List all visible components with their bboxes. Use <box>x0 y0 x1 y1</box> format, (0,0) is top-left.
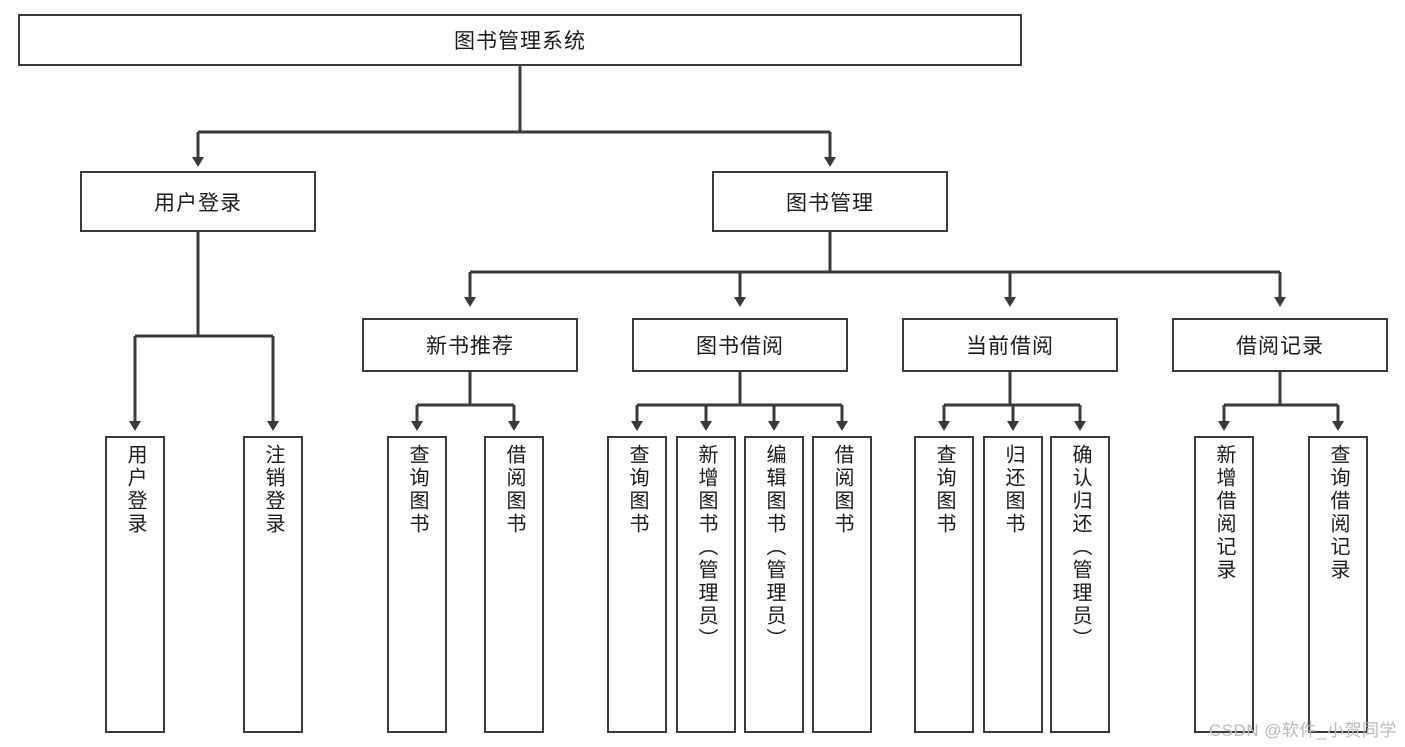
leaf-book-borrow-add[interactable]: 新增图书（管理员） <box>676 436 736 733</box>
leaf-current-borrow-query[interactable]: 查询图书 <box>914 436 974 733</box>
node-root[interactable]: 图书管理系统 <box>18 14 1022 66</box>
leaf-label: 确认归还（管理员） <box>1069 444 1091 651</box>
node-book-borrow-label: 图书借阅 <box>696 335 784 358</box>
node-new-book-recommend[interactable]: 新书推荐 <box>362 318 578 372</box>
node-book-management[interactable]: 图书管理 <box>712 171 948 232</box>
node-borrow-record[interactable]: 借阅记录 <box>1172 318 1388 372</box>
node-user-login-label: 用户登录 <box>154 191 242 215</box>
leaf-label: 归还图书 <box>1002 444 1024 536</box>
leaf-current-borrow-confirm[interactable]: 确认归还（管理员） <box>1050 436 1110 733</box>
leaf-label: 新增借阅记录 <box>1213 444 1235 582</box>
leaf-new-book-borrow[interactable]: 借阅图书 <box>484 436 544 733</box>
node-current-borrow[interactable]: 当前借阅 <box>902 318 1118 372</box>
node-root-label: 图书管理系统 <box>454 30 586 53</box>
node-borrow-record-label: 借阅记录 <box>1236 335 1324 358</box>
leaf-label: 注销登录 <box>262 444 284 536</box>
node-user-login[interactable]: 用户登录 <box>80 171 316 232</box>
leaf-book-borrow-borrow[interactable]: 借阅图书 <box>812 436 872 733</box>
leaf-label: 查询图书 <box>406 444 428 536</box>
node-book-borrow[interactable]: 图书借阅 <box>632 318 848 372</box>
leaf-label: 新增图书（管理员） <box>695 444 717 651</box>
node-new-book-recommend-label: 新书推荐 <box>426 335 514 358</box>
leaf-label: 借阅图书 <box>831 444 853 536</box>
node-current-borrow-label: 当前借阅 <box>966 335 1054 358</box>
leaf-label: 编辑图书（管理员） <box>763 444 785 651</box>
leaf-current-borrow-return[interactable]: 归还图书 <box>983 436 1043 733</box>
leaf-book-borrow-query[interactable]: 查询图书 <box>607 436 667 733</box>
leaf-user-login-logout[interactable]: 注销登录 <box>243 436 303 733</box>
leaf-borrow-record-add[interactable]: 新增借阅记录 <box>1194 436 1254 733</box>
leaf-label: 查询借阅记录 <box>1327 444 1349 582</box>
leaf-new-book-query[interactable]: 查询图书 <box>387 436 447 733</box>
leaf-borrow-record-query[interactable]: 查询借阅记录 <box>1308 436 1368 733</box>
node-book-management-label: 图书管理 <box>786 191 874 215</box>
leaf-label: 用户登录 <box>124 444 146 536</box>
leaf-user-login-login[interactable]: 用户登录 <box>105 436 165 733</box>
leaf-label: 查询图书 <box>626 444 648 536</box>
leaf-book-borrow-edit[interactable]: 编辑图书（管理员） <box>744 436 804 733</box>
leaf-label: 借阅图书 <box>503 444 525 536</box>
leaf-label: 查询图书 <box>933 444 955 536</box>
